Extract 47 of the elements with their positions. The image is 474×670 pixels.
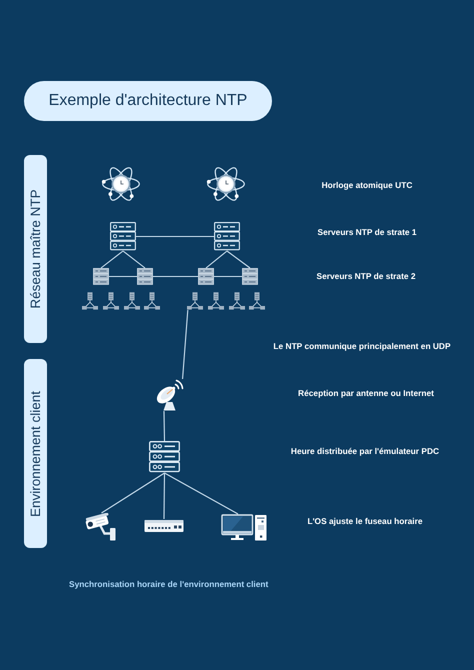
security-camera-icon bbox=[83, 513, 116, 541]
section-band bbox=[24, 155, 47, 343]
server-icon bbox=[214, 222, 240, 251]
network-node-icon bbox=[103, 292, 119, 310]
atomic-clock-icon bbox=[206, 166, 246, 202]
network-node-icon bbox=[144, 292, 160, 310]
network-node-icon bbox=[82, 292, 98, 310]
server-icon bbox=[242, 268, 258, 285]
connector-line bbox=[136, 236, 214, 238]
network-node-icon bbox=[124, 292, 140, 310]
connector-line bbox=[101, 472, 165, 514]
network-node-icon bbox=[187, 292, 203, 310]
connector-line bbox=[182, 310, 188, 380]
annotation-text: Le NTP communique principalement en UDP bbox=[273, 340, 451, 352]
server-icon bbox=[149, 441, 180, 473]
annotation-text: Heure distribuée par l'émulateur PDC bbox=[290, 446, 440, 456]
server-icon bbox=[137, 268, 153, 285]
server-icon bbox=[93, 268, 109, 285]
server-icon bbox=[198, 268, 214, 285]
section-label: Environnement client bbox=[28, 390, 44, 517]
annotation-text: Serveurs NTP de strate 1 bbox=[318, 226, 416, 238]
network-node-icon bbox=[229, 292, 245, 310]
network-switch-icon bbox=[144, 519, 184, 533]
title-banner: Exemple d'architecture NTP bbox=[24, 81, 272, 121]
connector-line bbox=[100, 250, 124, 268]
section-band bbox=[24, 359, 47, 548]
connector-line bbox=[163, 473, 166, 519]
satellite-dish-icon bbox=[155, 379, 184, 411]
connector-line bbox=[163, 411, 166, 441]
desktop-computer-icon bbox=[221, 514, 267, 541]
connector-line bbox=[153, 276, 198, 278]
annotation-text: Réception par antenne ou Internet bbox=[298, 388, 434, 398]
network-node-icon bbox=[249, 292, 265, 310]
connector-line bbox=[164, 472, 238, 514]
atomic-clock-icon bbox=[101, 166, 141, 202]
annotation-text: Serveurs NTP de strate 2 bbox=[316, 270, 416, 282]
section-label: Réseau maître NTP bbox=[28, 189, 44, 309]
caption-text: Synchronisation horaire de l'environnement client bbox=[69, 579, 268, 590]
annotation-text: Horloge atomique UTC bbox=[322, 180, 412, 190]
network-node-icon bbox=[208, 292, 224, 310]
connector-line bbox=[214, 276, 242, 278]
connector-line bbox=[122, 250, 146, 268]
annotation-text: L'OS ajuste le fuseau horaire bbox=[307, 516, 423, 526]
server-icon bbox=[110, 222, 136, 251]
connector-line bbox=[109, 276, 137, 278]
connector-line bbox=[226, 250, 250, 268]
connector-line bbox=[206, 250, 228, 268]
